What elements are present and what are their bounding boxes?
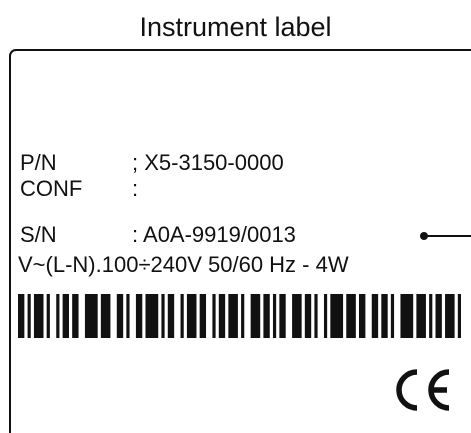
barcode-bar bbox=[272, 294, 277, 338]
diagram-title: Instrument label bbox=[139, 12, 332, 42]
barcode-bar bbox=[27, 294, 31, 338]
barcode-bar bbox=[400, 294, 414, 338]
barcode-bar bbox=[429, 294, 433, 338]
power-rating: V~(L-N).100÷240V 50/60 Hz - 4W bbox=[18, 252, 349, 277]
barcode-bar bbox=[46, 294, 50, 338]
barcode-bar bbox=[381, 294, 388, 338]
barcode-bar bbox=[346, 294, 356, 338]
barcode-bar bbox=[180, 294, 184, 338]
barcode-bar bbox=[199, 294, 207, 338]
part-number-value: X5-3150-0000 bbox=[144, 150, 284, 175]
barcode bbox=[18, 294, 461, 338]
barcode-bar bbox=[56, 294, 60, 338]
serial-number-row: S/N: A0A-9919/0013 bbox=[20, 222, 296, 248]
barcode-bar bbox=[72, 294, 79, 338]
barcode-bar bbox=[416, 294, 426, 338]
configuration-key: CONF bbox=[20, 176, 83, 201]
barcode-bar bbox=[457, 294, 461, 338]
barcode-bar bbox=[212, 294, 216, 338]
barcode-bar bbox=[292, 294, 302, 338]
part-number-row: P/N; X5-3150-0000 bbox=[20, 150, 284, 176]
part-number-separator: ; bbox=[132, 150, 145, 175]
barcode-bar bbox=[304, 294, 312, 338]
barcode-bar bbox=[228, 294, 238, 338]
part-number-key: P/N bbox=[20, 150, 57, 175]
barcode-bar bbox=[126, 294, 130, 338]
barcode-bar bbox=[390, 294, 395, 338]
barcode-bar bbox=[445, 294, 455, 338]
label-frame bbox=[9, 49, 471, 433]
barcode-bar bbox=[145, 294, 159, 338]
barcode-bar bbox=[116, 294, 124, 338]
barcode-bar bbox=[218, 294, 226, 338]
barcode-bar bbox=[100, 294, 111, 338]
barcode-bar bbox=[241, 294, 245, 338]
configuration-row: CONF: bbox=[20, 176, 138, 202]
barcode-bar bbox=[250, 294, 261, 338]
serial-number-value: A0A-9919/0013 bbox=[143, 222, 296, 247]
barcode-bar bbox=[330, 294, 344, 338]
barcode-bar bbox=[62, 294, 69, 338]
barcode-bar bbox=[371, 294, 379, 338]
barcode-bar bbox=[279, 294, 286, 338]
barcode-bar bbox=[323, 294, 328, 338]
serial-number-key: S/N bbox=[20, 222, 57, 247]
barcode-bar bbox=[161, 294, 165, 338]
barcode-bar bbox=[33, 294, 44, 338]
leader-line bbox=[424, 235, 471, 237]
serial-number-separator: : bbox=[132, 222, 144, 247]
barcode-bar bbox=[167, 294, 175, 338]
barcode-bar bbox=[135, 294, 143, 338]
configuration-separator: : bbox=[132, 176, 139, 201]
barcode-bar bbox=[84, 294, 98, 338]
barcode-bar bbox=[186, 294, 197, 338]
barcode-bar bbox=[263, 294, 270, 338]
barcode-bar bbox=[18, 294, 25, 338]
ce-mark-logo bbox=[396, 369, 450, 411]
barcode-bar bbox=[314, 294, 318, 338]
barcode-bar bbox=[359, 294, 366, 338]
barcode-bar bbox=[435, 294, 442, 338]
